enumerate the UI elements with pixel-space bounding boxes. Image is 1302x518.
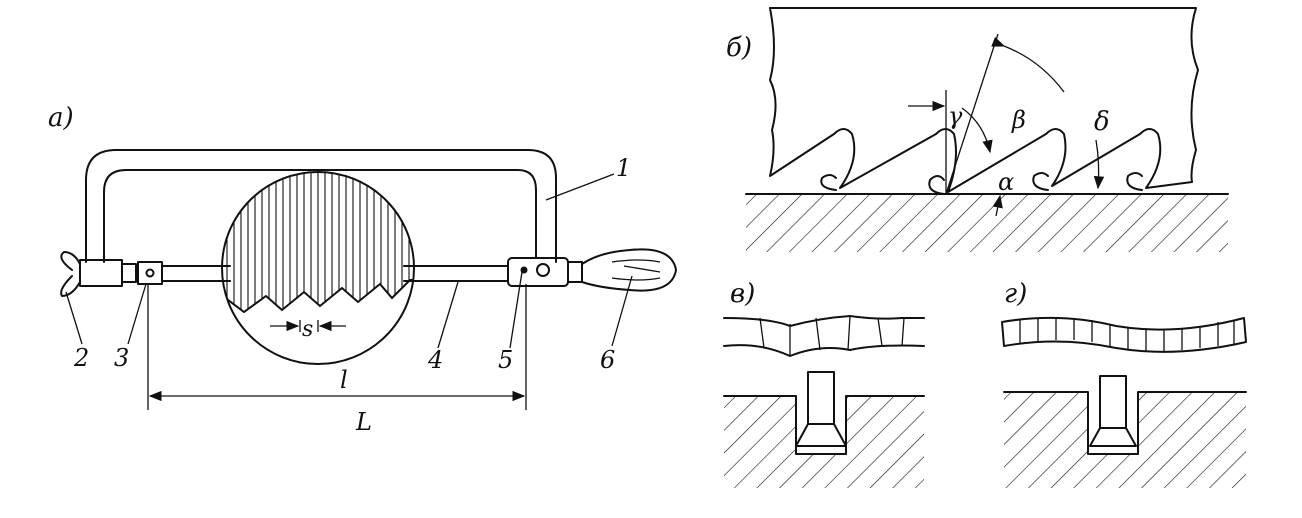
panel-v-label: в) [730, 279, 755, 309]
callout-4: 4 [427, 346, 443, 374]
panel-g-label: г) [1004, 279, 1027, 309]
kerf-workpiece-g [1004, 392, 1246, 488]
angle-beta: β [1011, 106, 1026, 134]
blade-body-hatched [222, 172, 414, 314]
wing-nut [60, 251, 81, 297]
right-pin-holder [507, 257, 569, 287]
kerf-workpiece-v [724, 396, 924, 488]
angle-gamma: γ [948, 102, 963, 130]
set-pattern-g [1001, 316, 1247, 353]
set-pattern-v [723, 315, 925, 357]
panel-v-wavy-set: в) [723, 279, 925, 488]
callout-1: 1 [616, 154, 631, 182]
saw-frame [85, 149, 557, 263]
left-pin-holder [137, 261, 163, 285]
blade-outline [769, 7, 1199, 193]
panel-a-hacksaw: a) s [48, 103, 677, 436]
length-L-label: L [355, 408, 372, 436]
callout-2: 2 [73, 344, 89, 372]
saw-handle [581, 248, 677, 292]
panel-b-label: б) [726, 33, 752, 63]
panel-b-tooth-geometry: б) γ β δ α [726, 7, 1229, 252]
angle-alpha: α [998, 168, 1014, 196]
panel-a-label: a) [48, 103, 74, 133]
callout-5: 5 [498, 346, 513, 374]
length-l-label: l [340, 366, 348, 394]
callout-6: 6 [600, 346, 615, 374]
pitch-label: s [302, 317, 313, 342]
angle-delta: δ [1094, 107, 1110, 137]
workpiece-hatched [746, 194, 1228, 252]
callout-3: 3 [114, 344, 129, 372]
tension-block [79, 259, 123, 287]
panel-g-corrugated-set: г) [1001, 279, 1247, 488]
